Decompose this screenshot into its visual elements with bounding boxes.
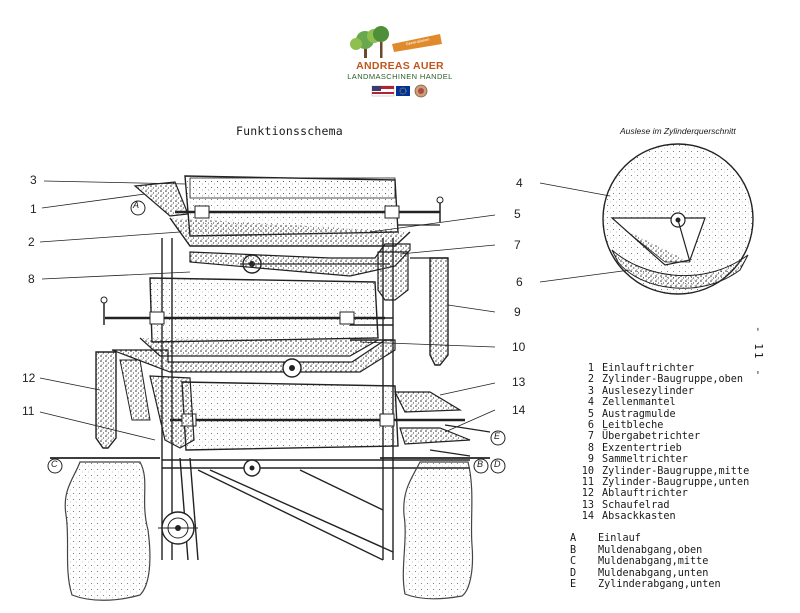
- collecting-hopper: [429, 257, 449, 366]
- callout-11: 11: [22, 404, 35, 418]
- bagging-box: [399, 427, 471, 445]
- cylinder-assembly-bottom: [149, 375, 491, 457]
- page-number: - 11 -: [752, 326, 765, 378]
- callout-9: 9: [514, 305, 521, 319]
- tree-icon: [350, 26, 389, 58]
- marker-c-label: C: [51, 459, 58, 469]
- callout-14: 14: [512, 403, 526, 417]
- callout-5: 5: [514, 207, 521, 221]
- marker-b: [473, 458, 489, 474]
- marker-e: [490, 430, 506, 446]
- diagram-title: Funktionsschema: [236, 124, 343, 138]
- brand-logo: [350, 26, 442, 98]
- callout-12: 12: [22, 371, 36, 385]
- brand-name: ANDREAS AUER: [356, 60, 444, 72]
- callout-7: 7: [514, 238, 521, 252]
- paddle-wheel: [394, 391, 463, 413]
- marker-e-label: E: [494, 431, 501, 441]
- marker-d: [490, 458, 506, 474]
- cylinder-assembly-middle: [100, 277, 396, 373]
- callout-6: 6: [516, 275, 523, 289]
- marker-d-label: D: [494, 459, 501, 469]
- brand-subtitle: LANDMASCHINEN HANDEL: [347, 72, 453, 81]
- banner-shape: [392, 34, 442, 52]
- sack-right: [402, 461, 474, 600]
- marker-a-label: A: [133, 200, 140, 210]
- inset-cross-section: [602, 143, 754, 295]
- sack-left: [64, 461, 151, 601]
- marker-b-label: B: [477, 459, 484, 469]
- flag-eu-icon: [396, 86, 410, 96]
- callout-4: 4: [516, 176, 523, 190]
- marker-c: [47, 458, 63, 474]
- callout-3: 3: [30, 173, 37, 187]
- outlet-hopper: [95, 351, 117, 449]
- inset-title: Auslese im Zylinderquerschnitt: [620, 126, 736, 136]
- callout-13: 13: [512, 375, 526, 389]
- marker-a: [130, 200, 146, 216]
- callout-2: 2: [28, 235, 35, 249]
- cylinder-assembly-top: [133, 175, 444, 247]
- callout-8: 8: [28, 272, 35, 286]
- transfer-hopper: [377, 251, 409, 301]
- callout-10: 10: [512, 340, 526, 354]
- callout-1: 1: [30, 202, 37, 216]
